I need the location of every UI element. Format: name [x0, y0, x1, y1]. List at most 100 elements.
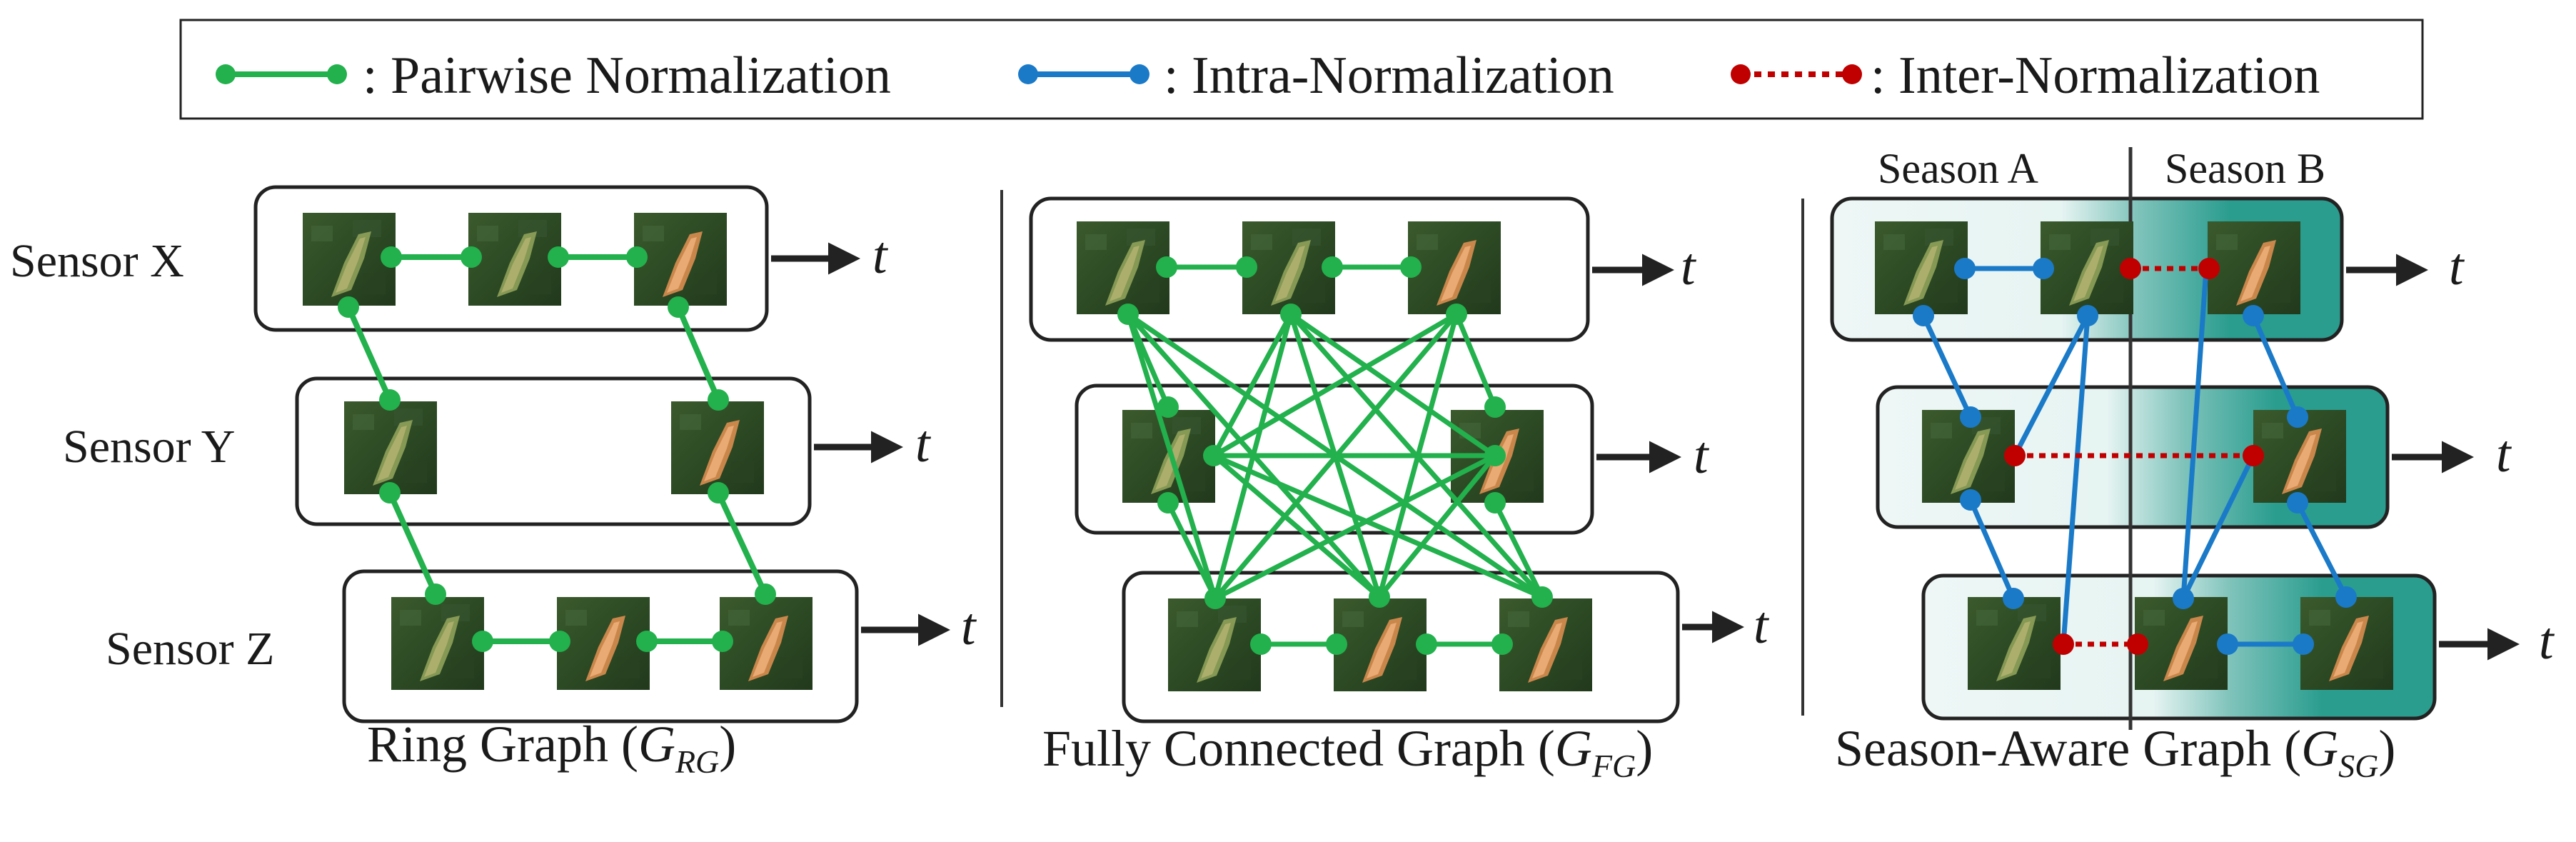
sa-inter-node [2004, 445, 2026, 466]
fc-node [1156, 256, 1177, 278]
ring-x-image-2 [468, 213, 561, 306]
sa-caption-symbol: G [2301, 720, 2338, 777]
fc-z-image-2 [1334, 598, 1427, 691]
ring-left-edge-y-z [387, 491, 438, 596]
ring-node [425, 583, 446, 605]
sa-inter-edges [2015, 266, 2253, 647]
fc-node [1484, 492, 1506, 513]
fc-caption-text: Fully Connected Graph ( [1042, 720, 1555, 777]
fc-row-z-time-label: t [1754, 596, 1770, 655]
legend-inter-label: : Inter-Normalization [1871, 46, 2320, 105]
ring-node [549, 631, 570, 652]
sa-x-image-2 [2041, 221, 2133, 314]
ring-node [626, 246, 648, 268]
ring-node [381, 246, 402, 268]
sa-intra-edge [1921, 314, 1973, 419]
ring-caption-symbol: G [638, 716, 675, 773]
ring-row-y-time-label: t [915, 415, 932, 473]
ring-x-image-3 [634, 213, 727, 306]
ring-right-edge-y-z [715, 491, 768, 596]
legend-pairwise: : Pairwise Normalization [216, 46, 891, 105]
fc-node [1369, 586, 1390, 608]
inter-swatch-dot-right [1842, 64, 1862, 84]
sa-caption-close: ) [2378, 720, 2395, 777]
sa-inter-node [2127, 633, 2148, 655]
ring-node [548, 246, 569, 268]
ring-y-image-1 [344, 401, 437, 494]
fc-node [1531, 586, 1553, 608]
sa-intra-nodes [1913, 258, 2357, 655]
ring-node [712, 631, 733, 652]
ring-caption-close: ) [719, 716, 736, 773]
sa-intra-node [2243, 305, 2264, 326]
fc-node [1326, 633, 1347, 655]
sa-caption-text: Season-Aware Graph ( [1835, 720, 2301, 777]
sa-intra-node [2003, 588, 2024, 609]
fc-node [1484, 396, 1506, 418]
sa-intra-edges [1921, 266, 2349, 647]
fc-edge [1211, 313, 1294, 457]
fc-edge [1377, 453, 1497, 599]
fc-x-image-1 [1077, 221, 1169, 314]
intra-swatch-dot-left [1018, 64, 1038, 84]
fc-z-image-1 [1168, 598, 1261, 691]
ring-z-image-1 [391, 597, 484, 690]
sa-row-y-time-label: t [2496, 425, 2512, 483]
ring-left-edge-x-y [346, 306, 393, 401]
sa-row-x-time-label: t [2449, 238, 2465, 296]
sensor-y-label: Sensor Y [63, 421, 235, 473]
legend-inter: : Inter-Normalization [1731, 46, 2320, 105]
sa-intra-node [2287, 406, 2308, 428]
fc-y-image-1 [1122, 410, 1215, 503]
sa-intra-node [2173, 588, 2194, 609]
sa-caption-subscript: SG [2338, 748, 2378, 784]
fc-edge [1165, 501, 1218, 600]
sa-intra-node [1960, 489, 1981, 511]
ring-node [708, 389, 729, 411]
sensor-x-label: Sensor X [10, 235, 184, 287]
season-aware-panel: Season A Season B t t t [1830, 145, 2555, 784]
ring-node [461, 246, 482, 268]
fc-node [1416, 633, 1437, 655]
fc-node [1117, 304, 1139, 325]
ring-node [379, 482, 401, 503]
fc-node [1250, 633, 1272, 655]
fc-edge [1125, 313, 1218, 600]
sa-inter-node [2243, 445, 2264, 466]
sa-intra-node [2335, 586, 2357, 608]
fc-caption-subscript: FG [1591, 748, 1636, 784]
ring-node [636, 631, 658, 652]
sa-intra-edge [1968, 498, 2016, 600]
sa-intra-edge [2180, 268, 2209, 599]
fc-pairwise-nodes [1117, 256, 1553, 655]
ring-node [379, 389, 401, 411]
intra-swatch-dot-right [1129, 64, 1149, 84]
legend-intra-label: : Intra-Normalization [1164, 46, 1614, 105]
sa-z-image-2 [2135, 597, 2228, 690]
season-b-label: Season B [2165, 145, 2325, 192]
fc-x-image-3 [1408, 221, 1501, 314]
fc-z-image-3 [1499, 598, 1592, 691]
sa-z-image-1 [1968, 597, 2061, 690]
ring-row-x-time-label: t [872, 226, 889, 285]
sa-intra-edge [2061, 315, 2091, 645]
fc-node [1491, 633, 1513, 655]
sa-intra-node [2287, 492, 2308, 513]
fc-pairwise-edges [1125, 264, 1545, 647]
fc-caption-symbol: G [1555, 720, 1592, 777]
sa-intra-node [2293, 633, 2314, 655]
ring-caption-text: Ring Graph ( [367, 716, 638, 773]
sa-inter-node [2053, 633, 2074, 655]
ring-node [472, 631, 493, 652]
fc-row-y-time-label: t [1694, 426, 1710, 485]
ring-node [668, 296, 689, 318]
sa-caption: Season-Aware Graph (GSG) [1835, 720, 2395, 784]
sa-intra-edge [2295, 501, 2349, 598]
fc-caption-close: ) [1636, 720, 1653, 777]
sa-intra-edge [2012, 314, 2091, 457]
legend-pairwise-label: : Pairwise Normalization [363, 46, 891, 105]
fc-node [1280, 304, 1302, 325]
fc-node [1322, 256, 1343, 278]
svg-text:Season-Aware Graph (GSG): Season-Aware Graph (GSG) [1835, 720, 2395, 784]
sa-intra-node [1960, 406, 1981, 428]
